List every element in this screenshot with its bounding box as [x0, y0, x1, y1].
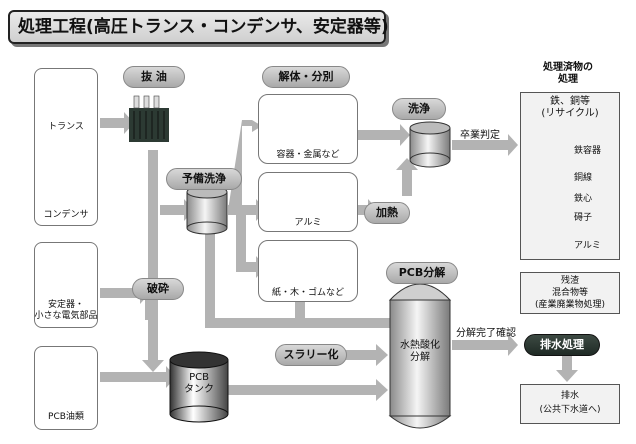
dismantle-paper-card	[258, 240, 358, 302]
arrow-container-to-wash	[355, 124, 410, 146]
arrow-to-prewash	[160, 199, 194, 221]
ballast-label: 安定器・ 小さな電気部品	[34, 300, 98, 321]
paper-wood-rubber-label: 紙・木・ゴムなど	[271, 288, 344, 298]
arrow-discharge-down	[556, 356, 578, 382]
stage-oil-extraction: 抜 油	[123, 66, 185, 88]
stage-discharge-treatment: 排水処理	[524, 334, 600, 356]
clean-judgement-label: 卒業判定	[460, 130, 500, 141]
arrow-heat-to-wash	[392, 158, 418, 196]
arrow-prewash-up	[228, 120, 262, 210]
aluminum-result-label: アルミ	[574, 241, 601, 251]
stage-dismantle: 解体・分別	[262, 66, 350, 88]
prewash-vessel-icon	[186, 185, 228, 235]
stage-crush: 破砕	[132, 278, 184, 300]
stage-heat: 加熱	[364, 202, 410, 224]
stage-wash: 洗浄	[392, 98, 446, 120]
page-title: 処理工程(高圧トランス・コンデンサ、安定器等)	[8, 10, 389, 44]
stage-slurry: スラリー化	[275, 344, 347, 366]
input-card-transformer-capacitor	[34, 68, 98, 226]
arrow-oil-to-tank2	[100, 366, 176, 388]
extraction-transformer-icon	[129, 95, 169, 142]
iron-core-label: 鉄心	[574, 194, 593, 204]
arrow-prewash-bottom	[205, 232, 400, 328]
arrow-reactor-to-discharge	[452, 334, 518, 356]
pcb-tank-icon	[169, 351, 229, 423]
dismantle-aluminum-card	[258, 172, 358, 232]
stage-prewash: 予備洗浄	[166, 168, 242, 190]
dismantle-container-card	[258, 94, 358, 164]
arrow-tank-to-reactor	[228, 379, 388, 401]
arrow-slurry-to-reactor	[340, 344, 388, 366]
arrow-prewash-mid	[228, 199, 266, 221]
input-card-pcb-oil	[34, 346, 98, 430]
arrow-transformer-to-oil	[100, 112, 134, 134]
arrow-oil-to-tank	[142, 150, 164, 372]
reactor-icon	[388, 283, 452, 429]
copper-wire-label: 銅線	[574, 173, 593, 183]
container-metal-label: 容器・金属など	[276, 150, 340, 160]
aluminum-label: アルミ	[294, 218, 322, 228]
discharge-box: 排水 (公共下水道へ)	[520, 384, 620, 424]
arrow-wash-to-treated	[452, 134, 518, 156]
iron-container-label: 鉄容器	[574, 146, 602, 156]
input-card-ballast	[34, 242, 98, 328]
pcb-oil-label: PCB油類	[48, 412, 84, 422]
insulator-label: 碍子	[574, 213, 593, 223]
residue-box: 残渣 混合物等 (産業廃業物処理)	[520, 272, 620, 314]
treated-header: 処理済物の 処理	[543, 62, 593, 85]
arrow-ballast-to-crush	[100, 282, 150, 304]
pcb-tank-label: PCB タンク	[184, 372, 214, 395]
reactor-label: 水熱酸化 分解	[400, 340, 440, 363]
decomposition-confirm-label: 分解完了確認	[456, 328, 516, 339]
recycle-label: 鉄、銅等 (リサイクル)	[541, 96, 599, 119]
recycle-panel	[520, 92, 620, 260]
stage-pcb-decomposition: PCB分解	[386, 262, 458, 284]
transformer-label: トランス	[48, 122, 84, 132]
wash-vessel-icon	[409, 121, 451, 168]
capacitor-label: コンデンサ	[43, 210, 89, 220]
